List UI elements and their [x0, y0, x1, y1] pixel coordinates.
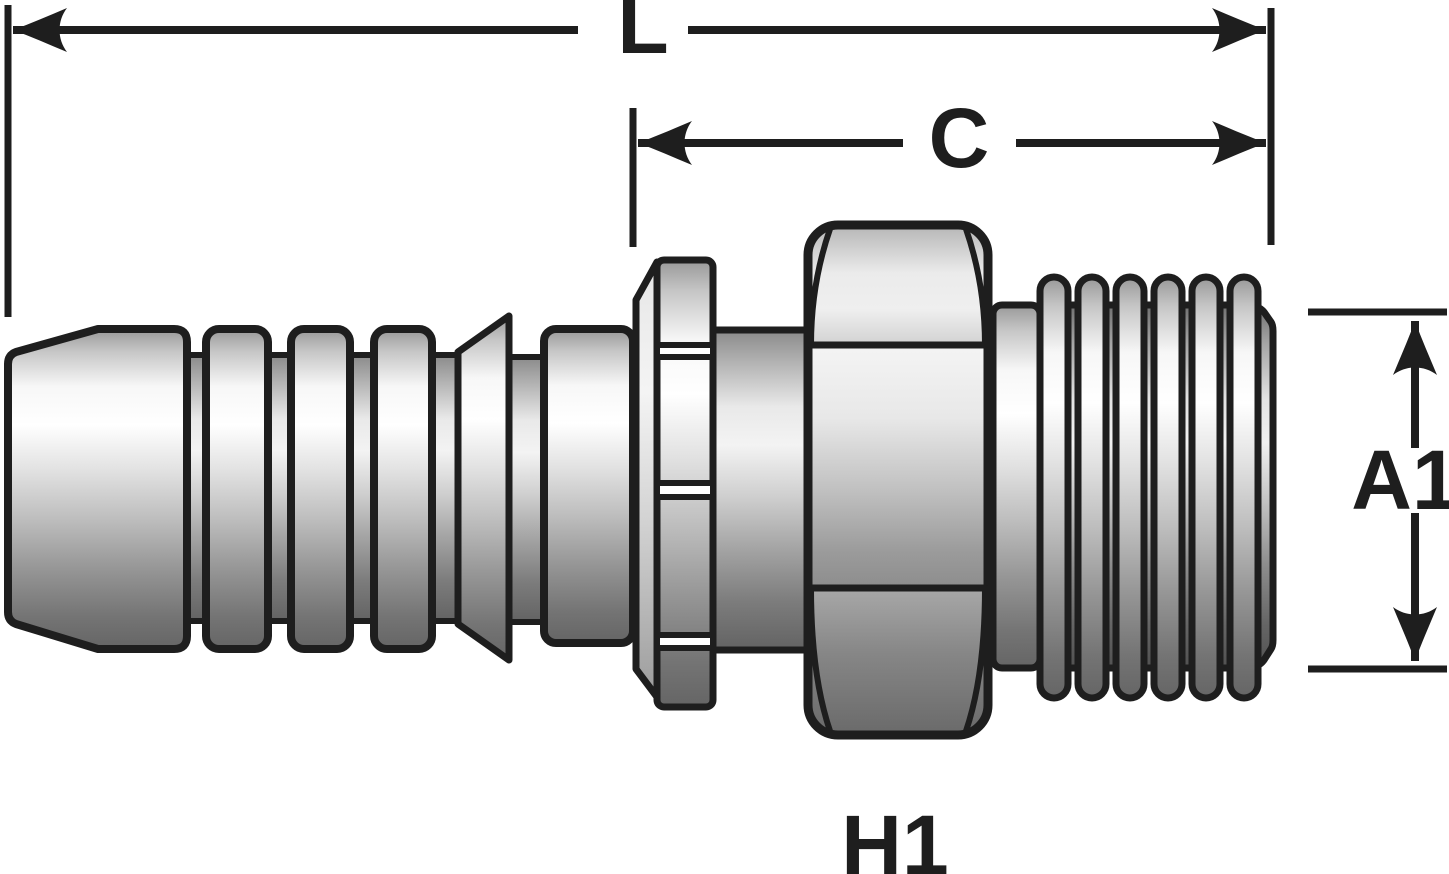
barb-rib-3 — [370, 325, 436, 653]
thread-crest-6 — [1226, 273, 1262, 702]
dim-label-h1: H1 — [841, 798, 949, 874]
hex-nut-outline — [803, 220, 993, 740]
hex-nut — [803, 220, 993, 740]
barb-rib-1 — [202, 325, 272, 653]
thread-crest-3 — [1112, 273, 1148, 702]
step-cylinder — [540, 325, 637, 647]
collar-notch-2 — [654, 480, 716, 500]
nose-cone — [4, 325, 191, 653]
thread-crest-4 — [1150, 273, 1186, 702]
thread-crest-1 — [1036, 273, 1072, 702]
barb-rib-2 — [287, 325, 354, 653]
thread-crest-5 — [1188, 273, 1224, 702]
thread-crest-2 — [1074, 273, 1110, 702]
hex-nut-facet-top — [808, 225, 988, 345]
hex-nut-corner-chamfer-bl — [808, 585, 833, 734]
hex-nut-corner-chamfer-br — [963, 585, 988, 734]
hex-nut-facet-bottom — [808, 588, 988, 735]
collar-notch-1 — [654, 342, 716, 360]
hex-nut-corner-chamfer-tr — [963, 226, 988, 348]
dim-label-a1: A1 — [1351, 433, 1449, 527]
dimension-annotations — [4, 5, 1447, 673]
hex-nut-corner-chamfer-tl — [808, 226, 833, 348]
dim-label-l: L — [617, 0, 669, 71]
flare-cone — [454, 312, 513, 664]
collar-notch-3 — [654, 632, 716, 651]
hose-fitting-body — [4, 220, 1277, 740]
hex-nut-facet-middle — [808, 345, 988, 588]
thread-shoulder — [989, 301, 1044, 672]
dim-label-c: C — [928, 91, 990, 185]
